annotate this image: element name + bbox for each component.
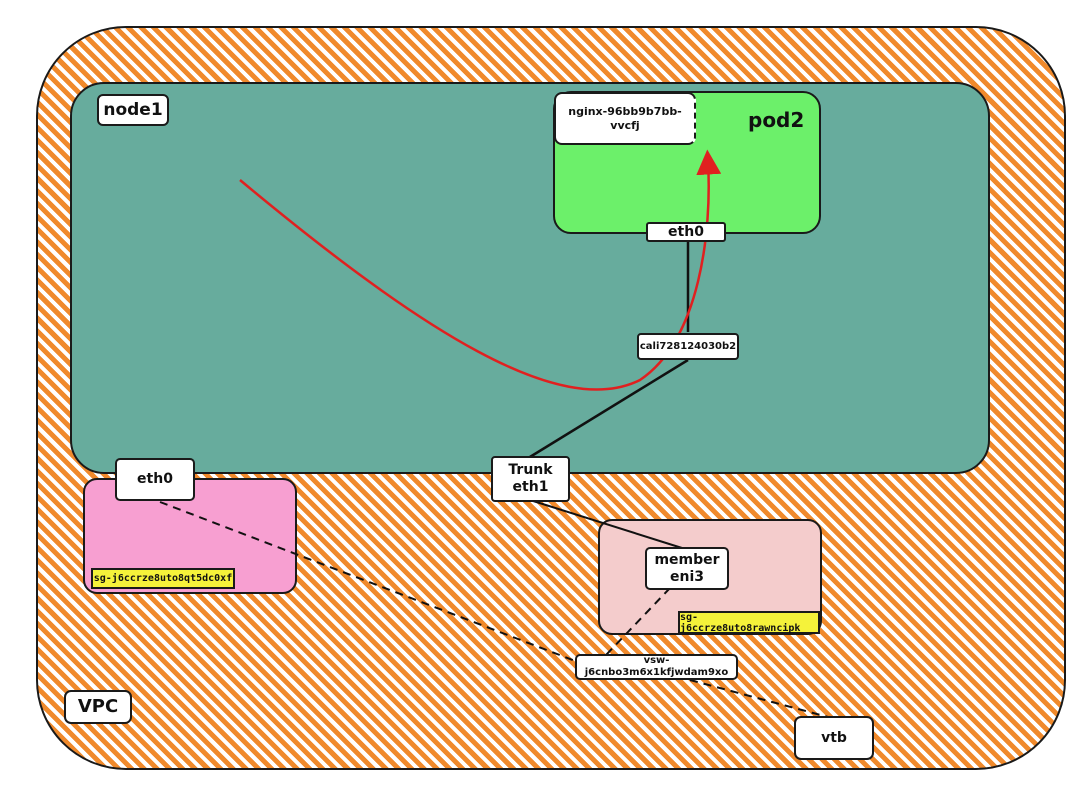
trunk-line2: eth1	[512, 479, 549, 495]
pod-title: pod2	[748, 108, 805, 132]
route-table-node: vtb	[794, 716, 874, 760]
vswitch-node: vsw-j6cnbo3m6x1kfjwdam9xo	[575, 654, 738, 680]
member-security-group: sg-j6ccrze8uto8rawncipk	[678, 611, 820, 634]
trunk-line1: Trunk	[508, 462, 553, 479]
pod-eth0-interface: eth0	[646, 222, 726, 242]
primary-security-group: sg-j6ccrze8uto8qt5dc0xf	[91, 568, 235, 589]
trunk-eth1-interface: Trunk eth1	[491, 456, 570, 502]
vpc-label: VPC	[64, 690, 132, 724]
veth-interface: cali728124030b2	[637, 333, 739, 360]
member-eni3-interface: member eni3	[645, 547, 729, 590]
container-name-box: nginx-96bb9b7bb-vvcfj	[554, 92, 696, 145]
member-eni-line2: eni3	[669, 568, 704, 585]
node-label: node1	[97, 94, 169, 126]
node-region	[70, 82, 990, 474]
primary-eth0-interface: eth0	[115, 458, 195, 501]
member-eni-line1: member	[654, 551, 720, 568]
